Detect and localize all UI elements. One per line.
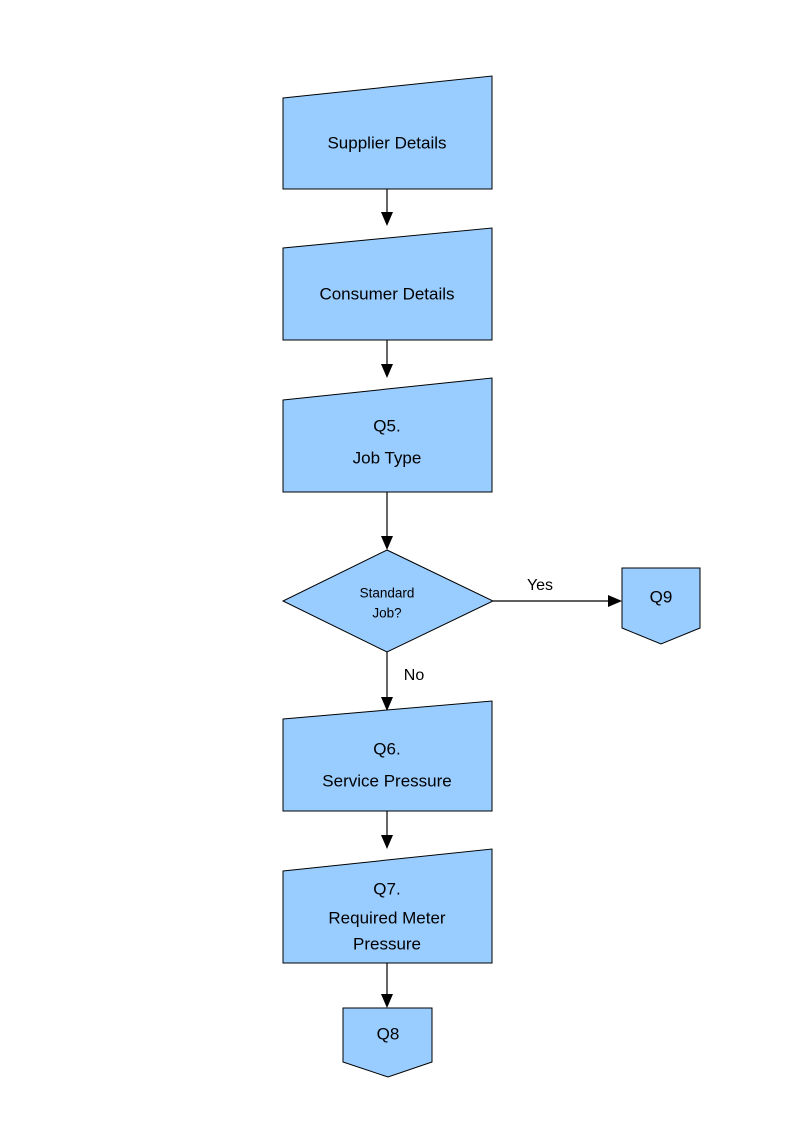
connector-supplier-to-consumer (381, 189, 393, 226)
standard-job-decision-label-line1: Standard (360, 586, 415, 601)
node-q6-service-pressure[interactable]: Q6. Service Pressure (282, 700, 493, 812)
node-supplier-details[interactable]: Supplier Details (282, 75, 493, 190)
q8-connector-label: Q8 (377, 1024, 400, 1043)
node-standard-job-decision[interactable]: Standard Job? (281, 549, 495, 653)
connector-q7-to-q8 (381, 963, 393, 1008)
q8-connector-shape[interactable] (342, 1007, 433, 1078)
node-q7-required-meter-pressure[interactable]: Q7. Required Meter Pressure (282, 848, 493, 964)
q9-connector-shape[interactable] (621, 567, 701, 645)
standard-job-decision-label-line2: Job? (372, 606, 401, 621)
q5-job-type-label-line1: Q5. (373, 416, 400, 435)
supplier-details-label: Supplier Details (327, 133, 446, 152)
q5-job-type-shape[interactable] (282, 377, 493, 493)
consumer-details-label: Consumer Details (319, 284, 454, 303)
arrow-head-5 (381, 994, 393, 1008)
q6-service-pressure-label-line1: Q6. (373, 739, 400, 758)
arrow-head-3 (381, 536, 393, 550)
arrow-head-no (381, 697, 393, 711)
arrow-head-4 (381, 835, 393, 849)
connector-decision-to-q6: No (381, 652, 424, 711)
arrow-head-1 (381, 212, 393, 226)
q6-service-pressure-shape[interactable] (282, 700, 493, 812)
standard-job-decision-shape[interactable] (281, 549, 495, 653)
q5-job-type-label-line2: Job Type (353, 448, 422, 467)
connector-decision-to-q9: Yes (493, 577, 622, 607)
q7-required-meter-pressure-shape[interactable] (282, 848, 493, 964)
q9-connector-label: Q9 (650, 587, 673, 606)
supplier-details-shape[interactable] (282, 75, 493, 190)
q7-required-meter-pressure-label-line1: Q7. (373, 879, 400, 898)
node-q9-connector[interactable]: Q9 (621, 567, 701, 645)
node-q8-connector[interactable]: Q8 (342, 1007, 433, 1078)
node-q5-job-type[interactable]: Q5. Job Type (282, 377, 493, 493)
arrow-head-yes (608, 595, 622, 607)
q7-required-meter-pressure-label-line3: Pressure (353, 934, 421, 953)
q6-service-pressure-label-line2: Service Pressure (322, 771, 451, 790)
arrow-head-2 (381, 364, 393, 378)
consumer-details-shape[interactable] (282, 227, 493, 341)
edge-label-yes: Yes (527, 577, 553, 594)
connector-q5-to-decision (381, 492, 393, 550)
connector-q6-to-q7 (381, 811, 393, 849)
q7-required-meter-pressure-label-line2: Required Meter (328, 908, 446, 927)
connector-consumer-to-q5 (381, 340, 393, 378)
node-consumer-details[interactable]: Consumer Details (282, 227, 493, 341)
edge-label-no: No (404, 667, 425, 684)
